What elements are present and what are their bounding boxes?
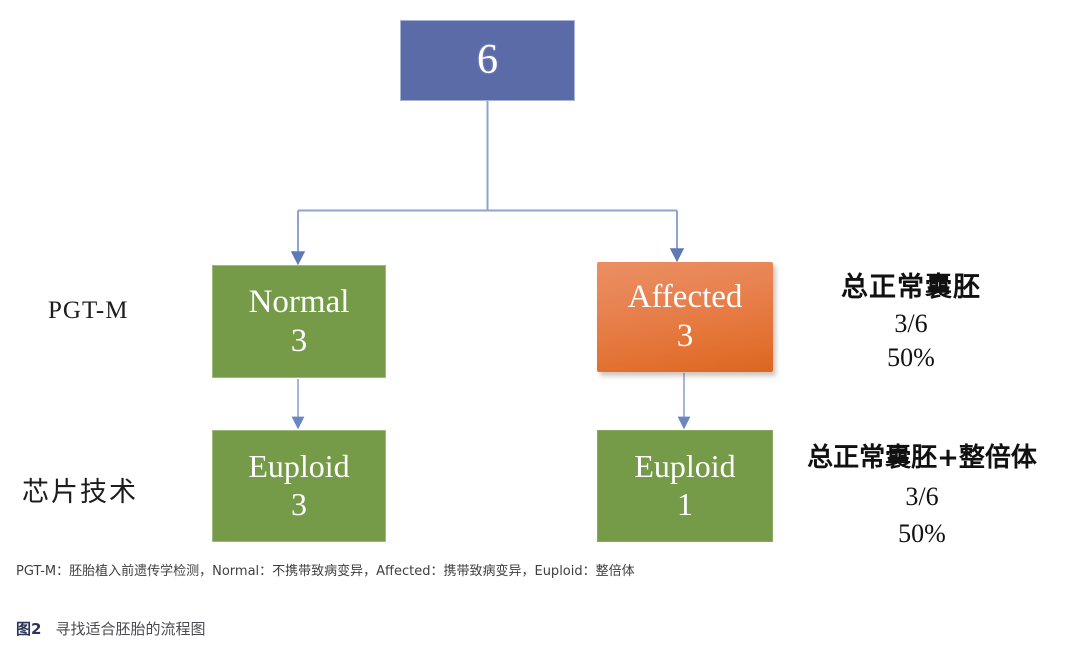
- node-euploid-left[interactable]: Euploid 3: [212, 430, 386, 542]
- figure-caption-number: 图2: [16, 620, 42, 638]
- node-normal-count: 3: [290, 322, 308, 359]
- node-euploid-right[interactable]: Euploid 1: [597, 430, 773, 542]
- summary-normal-blastocysts: 总正常囊胚 3/6 50%: [795, 272, 1027, 373]
- node-euploid-left-label: Euploid: [248, 448, 350, 485]
- node-affected[interactable]: Affected 3: [597, 262, 773, 372]
- node-total-embryos[interactable]: 6: [400, 20, 575, 101]
- node-affected-count: 3: [676, 318, 694, 354]
- summary-normal-euploid-fraction: 3/6: [905, 481, 939, 511]
- summary-normal-euploid-title: 总正常囊胚+整倍体: [807, 443, 1037, 473]
- summary-normal-euploid-blastocysts: 总正常囊胚+整倍体 3/6 50%: [772, 443, 1072, 550]
- node-total-embryos-count: 6: [477, 36, 498, 83]
- node-euploid-right-label: Euploid: [634, 448, 736, 485]
- summary-normal-euploid-percent: 50%: [898, 519, 946, 549]
- node-normal[interactable]: Normal 3: [212, 265, 386, 378]
- abbreviation-note: PGT-M：胚胎植入前遗传学检测，Normal：不携带致病变异，Affected…: [16, 564, 635, 579]
- summary-normal-fraction: 3/6: [894, 308, 928, 338]
- node-euploid-left-count: 3: [291, 486, 307, 522]
- figure-caption: 图2 寻找适合胚胎的流程图: [16, 618, 205, 639]
- summary-normal-percent: 50%: [887, 342, 935, 372]
- figure-caption-text: 寻找适合胚胎的流程图: [55, 620, 206, 638]
- node-euploid-right-count: 1: [677, 486, 693, 522]
- summary-normal-title: 总正常囊胚: [841, 272, 981, 303]
- node-affected-label: Affected: [627, 279, 743, 316]
- stage-label-chip-technology: 芯片技术: [22, 477, 138, 508]
- node-normal-label: Normal: [248, 283, 350, 320]
- stage-label-pgtm: PGT-M: [48, 297, 129, 324]
